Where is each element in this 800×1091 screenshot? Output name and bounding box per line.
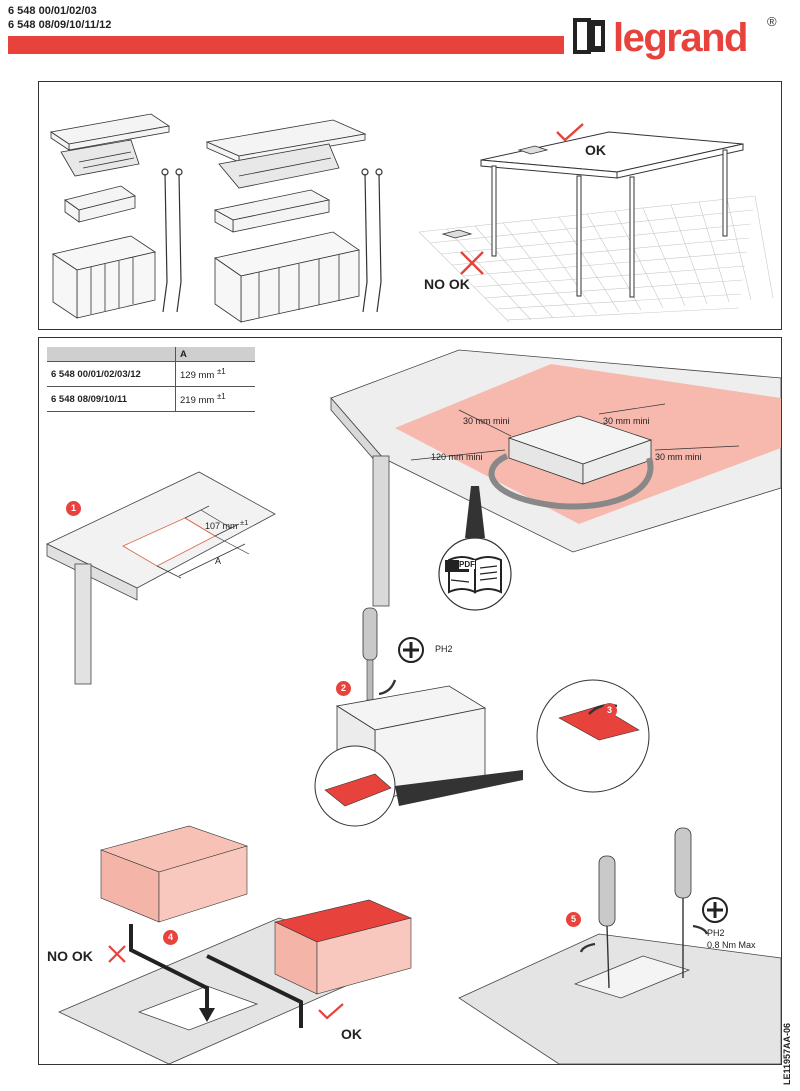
step4-drawing: [58, 825, 412, 1065]
table-header-ref: [47, 347, 176, 362]
clearance-back-label: 30 mm mini: [463, 416, 510, 426]
grid-line: [698, 201, 730, 303]
ok-label: OK: [585, 142, 606, 158]
grid-line: [484, 279, 744, 299]
step-2-badge: 2: [336, 681, 351, 696]
desk-socket-ok: [517, 145, 549, 155]
grid-line: [451, 237, 750, 266]
grid-line: [429, 209, 754, 244]
check-icon: [556, 123, 584, 142]
cutout-desk-drawing: [46, 471, 276, 685]
registered-mark: ®: [767, 14, 777, 29]
small-frame-drawing: [64, 185, 136, 223]
step3-drawing: [536, 679, 650, 793]
row-value: 219 mm ±1: [175, 386, 255, 412]
large-screws-drawing: [361, 168, 383, 313]
step5-tool-label: PH2: [707, 928, 725, 938]
grid-line: [473, 265, 746, 288]
row-ref: 6 548 08/09/10/11: [47, 386, 176, 412]
panel-product-overview: OK NO OK: [38, 81, 782, 330]
grid-line: [495, 293, 742, 310]
step-3-badge: 3: [602, 703, 617, 718]
grid-line: [726, 198, 752, 301]
grid-line: [530, 219, 598, 315]
step5-drawing: [458, 827, 782, 1065]
grid-line: [754, 195, 774, 299]
panel-installation: A 6 548 00/01/02/03/12 129 mm ±1 6 548 0…: [38, 337, 782, 1065]
grid-line: [418, 231, 510, 323]
cutout-a-label: A: [215, 556, 222, 566]
table-row: 6 548 08/09/10/11 219 mm ±1: [47, 386, 255, 412]
logo-mark-icon: [573, 18, 605, 54]
grid-line: [506, 307, 740, 321]
grid-line: [446, 228, 532, 321]
ref-line-1: 6 548 00/01/02/03: [8, 5, 97, 17]
large-cover-drawing: [205, 119, 367, 189]
ref-line-2: 6 548 08/09/10/11/12: [8, 19, 112, 31]
step-5-badge: 5: [566, 912, 581, 927]
header-red-bar: [8, 36, 564, 54]
row-ref: 6 548 00/01/02/03/12: [47, 361, 176, 387]
large-box-drawing: [214, 231, 360, 323]
cutout-depth-label: 107 mm ±1: [205, 518, 249, 531]
clearance-right-label: 30 mm mini: [655, 452, 702, 462]
small-cover-drawing: [49, 113, 171, 177]
cross-icon: [460, 251, 484, 275]
small-screws-drawing: [161, 168, 183, 313]
cutout-dimension-table: A 6 548 00/01/02/03/12 129 mm ±1 6 548 0…: [47, 347, 255, 412]
no-ok-label: NO OK: [424, 276, 470, 292]
step4-ok-label: OK: [341, 1026, 362, 1042]
table-drawing: [480, 131, 744, 298]
grid-line: [474, 225, 554, 319]
grid-line: [670, 204, 708, 305]
overview-illustration: [49, 113, 774, 323]
product-references: 6 548 00/01/02/03 6 548 08/09/10/11/12: [8, 4, 111, 32]
clearance-desk-drawing: [330, 349, 782, 611]
installation-illustration: [46, 349, 782, 1065]
step-1-badge: 1: [66, 501, 81, 516]
clearance-left-label: 120 mm mini: [431, 452, 483, 462]
step2-drawing: [314, 607, 523, 827]
grid-line: [418, 195, 756, 233]
pdf-label: PDF: [459, 560, 475, 569]
grid-line: [440, 223, 752, 255]
brand-name: legrand: [613, 16, 748, 60]
table-row: 6 548 00/01/02/03/12 129 mm ±1: [47, 361, 255, 387]
step5-torque-label: 0.8 Nm Max: [707, 940, 756, 950]
floor-socket-no-ok: [441, 229, 473, 239]
grid-line: [462, 251, 748, 277]
rotate-arrow-icon: [378, 679, 397, 696]
small-box-drawing: [52, 235, 156, 319]
clearance-right-top-label: 30 mm mini: [603, 416, 650, 426]
legrand-logo: legrand ®: [573, 14, 788, 64]
step2-tool-label: PH2: [435, 644, 453, 654]
document-id: LE11957AA-06: [782, 1022, 792, 1085]
table-header-a: A: [175, 347, 255, 362]
step4-no-ok-label: NO OK: [47, 948, 93, 964]
large-frame-drawing: [213, 189, 331, 233]
grid-line: [558, 216, 620, 313]
grid-line: [614, 210, 664, 309]
row-value: 129 mm ±1: [175, 361, 255, 387]
step-4-badge: 4: [163, 930, 178, 945]
grid-line: [642, 207, 686, 307]
